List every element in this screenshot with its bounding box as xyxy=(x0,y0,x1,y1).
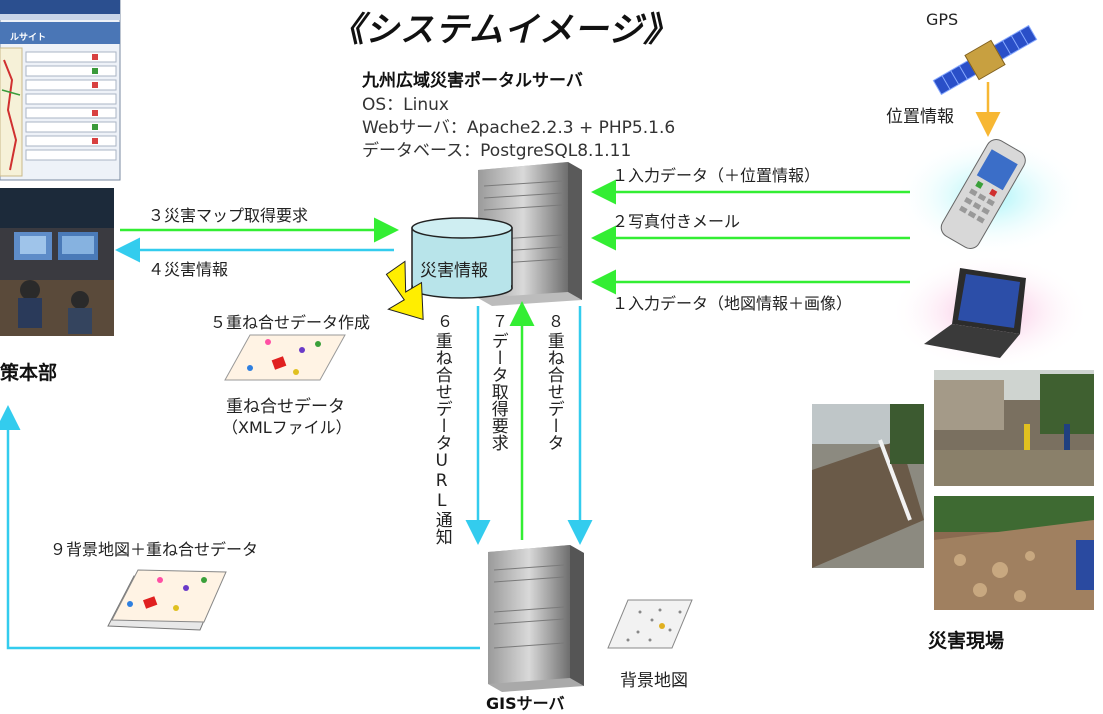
flow-7-label: データ取得要求 xyxy=(487,332,508,451)
server-db: データベース：PostgreSQL8.1.11 xyxy=(362,141,632,161)
flow-1b-label: １入力データ（地図情報＋画像） xyxy=(612,294,853,313)
flow-1a-label: １入力データ（＋位置情報） xyxy=(612,166,821,185)
flow-6-num: ６ xyxy=(437,312,454,331)
arrow-result xyxy=(0,405,480,650)
gis-server-icon xyxy=(488,545,584,692)
disaster-site-label: 災害現場 xyxy=(928,630,1005,652)
combined-map-icon xyxy=(107,569,227,631)
server-os: OS：Linux xyxy=(362,95,449,115)
disaster-photo-1 xyxy=(812,404,924,568)
background-map-icon xyxy=(607,599,693,649)
flow-8-label: 重ね合せデータ xyxy=(543,332,564,451)
overlay-data-icon xyxy=(224,334,346,381)
diagram-title: 《システムイメージ》 xyxy=(330,10,679,50)
overlay-create-arrow xyxy=(385,260,424,321)
flow-3-label: ３災害マップ取得要求 xyxy=(148,206,309,225)
laptop-icon xyxy=(890,254,1090,370)
overlay-data-label: 重ね合せデータ xyxy=(226,397,345,417)
gps-label: GPS xyxy=(926,10,959,29)
flow-8-num: ８ xyxy=(548,312,565,331)
portal-screenshot xyxy=(0,0,121,181)
mobile-phone-icon xyxy=(895,136,1085,256)
position-info-label: 位置情報 xyxy=(886,107,954,127)
hq-photo xyxy=(0,188,114,336)
flow-7-num: ７ xyxy=(492,312,509,331)
gis-server-label: GISサーバ xyxy=(486,694,565,713)
flow-6-label: 重ね合せデータURL通知 xyxy=(431,332,452,545)
overlay-data-sublabel: （XMLファイル） xyxy=(222,418,352,437)
gps-satellite-icon xyxy=(932,24,1038,96)
server-name: 九州広域災害ポータルサーバ xyxy=(362,71,583,91)
disaster-photo-2 xyxy=(934,370,1094,486)
flow-4-label: ４災害情報 xyxy=(148,260,229,279)
hq-label: 策本部 xyxy=(0,362,58,384)
flow-9-label: ９背景地図＋重ね合せデータ xyxy=(50,540,259,559)
db-label: 災害情報 xyxy=(420,261,488,281)
flow-2-label: ２写真付きメール xyxy=(612,212,741,231)
disaster-photo-3 xyxy=(934,496,1094,610)
portal-screenshot-title: ルサイト xyxy=(10,33,47,43)
flow-5-label: ５重ね合せデータ作成 xyxy=(210,313,371,332)
background-map-label: 背景地図 xyxy=(620,671,688,691)
disaster-db xyxy=(411,217,513,299)
server-web: Webサーバ：Apache2.2.3 + PHP5.1.6 xyxy=(362,118,676,138)
